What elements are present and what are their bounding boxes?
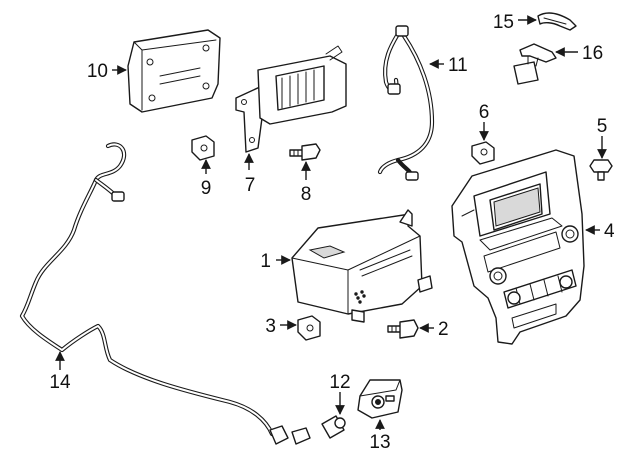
callout-16: 16 [582,43,603,64]
callout-6: 6 [479,102,490,123]
part-4-center-bezel[interactable] [451,149,585,345]
part-14-antenna-cable[interactable] [19,142,311,445]
part-13-aux-jack[interactable] [357,379,403,419]
callout-5: 5 [597,116,608,137]
part-15-connector[interactable] [537,12,577,31]
callout-14: 14 [49,372,71,393]
part-10-control-module[interactable] [127,29,221,113]
callout-1: 1 [260,251,271,272]
part-16-usb-port[interactable] [513,43,557,85]
part-9-clip[interactable] [191,135,215,161]
part-3-clip[interactable] [297,315,321,341]
callout-11: 11 [448,55,468,76]
part-2-bolt[interactable] [387,319,419,339]
part-7-display-bracket[interactable] [235,45,347,153]
callout-8: 8 [301,184,312,205]
part-8-bolt[interactable] [289,143,321,161]
part-11-antenna-cable[interactable] [377,25,435,181]
callout-9: 9 [201,178,212,199]
callout-12: 12 [329,372,350,393]
leader-lines [55,15,607,430]
part-1-radio-receiver[interactable] [291,209,433,323]
callout-2: 2 [438,319,449,340]
callout-10: 10 [87,61,108,82]
callout-labels: 1 2 3 4 5 6 7 8 9 10 11 12 13 14 15 16 [49,12,615,453]
callout-4: 4 [604,221,615,242]
callout-7: 7 [245,175,256,196]
callout-3: 3 [265,316,276,337]
callout-15: 15 [493,12,514,33]
part-5-screw[interactable] [589,159,613,181]
part-12-plug[interactable] [321,415,346,439]
part-6-clip[interactable] [471,141,495,165]
callout-13: 13 [369,432,390,453]
